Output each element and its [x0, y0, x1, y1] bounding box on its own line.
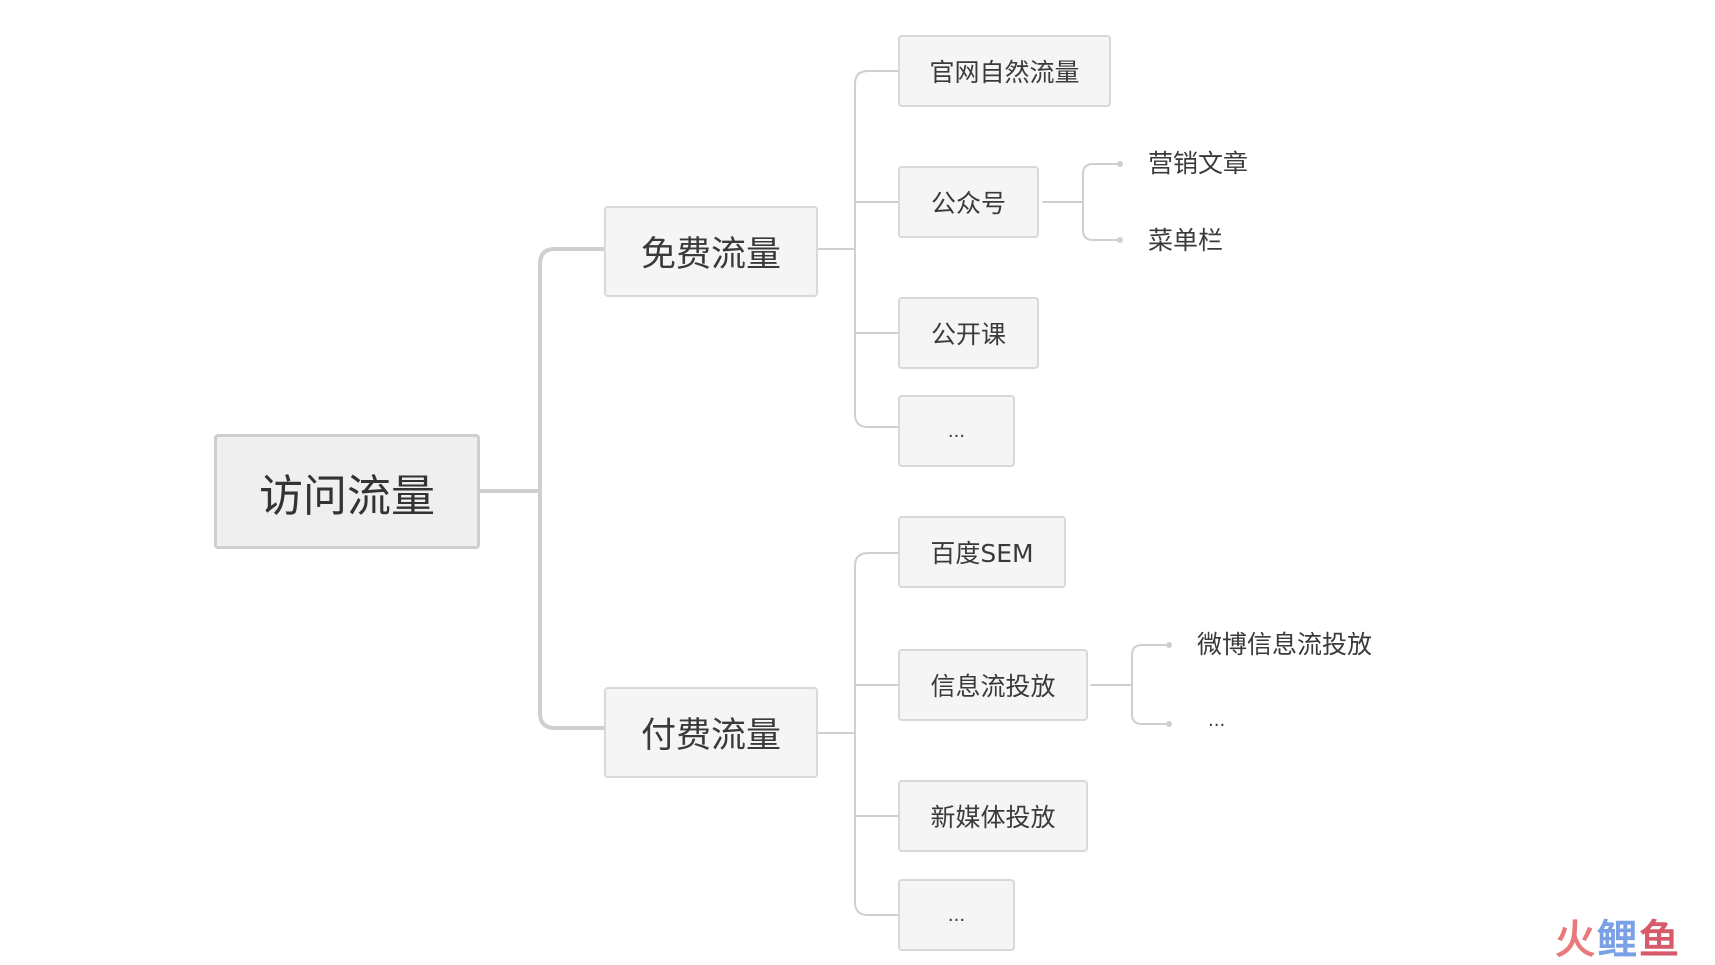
leaf-weibo-feed-ads[interactable]: 微博信息流投放 [1197, 632, 1372, 657]
watermark-char: 火 [1555, 917, 1597, 963]
node-official-site-organic[interactable]: 官网自然流量 [898, 35, 1111, 107]
leaf-label: 微博信息流投放 [1197, 630, 1373, 659]
watermark-char: 鱼 [1639, 917, 1681, 963]
watermark-logo: 火鲤鱼 [1555, 920, 1681, 960]
leaf-dot [1166, 721, 1172, 727]
connector-xinxiliu [1090, 644, 1170, 725]
connector-free [817, 70, 903, 428]
node-free-traffic-label: 免费流量 [640, 235, 781, 275]
leaf-label: ... [1208, 710, 1226, 731]
connector-root [478, 247, 612, 730]
leaf-label: 菜单栏 [1148, 226, 1224, 255]
node-label: ... [947, 904, 966, 926]
root-node-label: 访问流量 [259, 470, 435, 522]
connector-gongzhonghao [1042, 163, 1121, 241]
node-label: 公开课 [930, 320, 1006, 349]
leaf-dot [1117, 237, 1123, 243]
node-open-class[interactable]: 公开课 [898, 297, 1039, 369]
node-free-traffic[interactable]: 免费流量 [604, 206, 818, 297]
node-paid-traffic-label: 付费流量 [640, 716, 781, 756]
leaf-menu-bar[interactable]: 菜单栏 [1148, 228, 1223, 253]
node-baidu-sem[interactable]: 百度SEM [898, 516, 1066, 588]
connector-paid [817, 552, 903, 916]
node-label: 公众号 [930, 189, 1006, 218]
node-free-more[interactable]: ... [898, 395, 1015, 467]
node-new-media-ads[interactable]: 新媒体投放 [898, 780, 1088, 852]
watermark-char: 鲤 [1597, 917, 1639, 963]
node-label: 官网自然流量 [929, 58, 1080, 87]
node-label: 信息流投放 [930, 672, 1056, 701]
node-feed-ads[interactable]: 信息流投放 [898, 649, 1088, 721]
node-official-account[interactable]: 公众号 [898, 166, 1039, 238]
node-label: ... [947, 420, 966, 442]
leaf-dot [1117, 161, 1123, 167]
leaf-feed-more[interactable]: ... [1208, 712, 1225, 730]
root-node[interactable]: 访问流量 [214, 434, 480, 549]
leaf-marketing-articles[interactable]: 营销文章 [1148, 151, 1248, 176]
node-label: 百度SEM [930, 539, 1034, 568]
leaf-label: 营销文章 [1148, 149, 1249, 178]
node-paid-traffic[interactable]: 付费流量 [604, 687, 818, 778]
node-paid-more[interactable]: ... [898, 879, 1015, 951]
leaf-dot [1166, 642, 1172, 648]
node-label: 新媒体投放 [930, 803, 1056, 832]
